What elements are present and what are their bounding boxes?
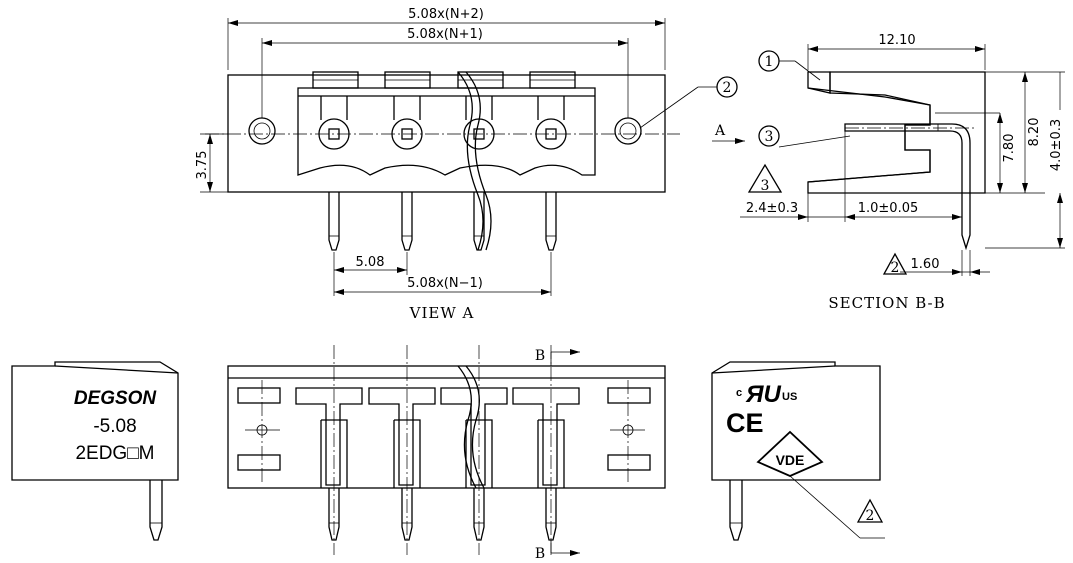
vde-mark: VDE <box>756 430 824 477</box>
svg-text:3: 3 <box>761 178 770 194</box>
dim-pitch: 5.08 <box>333 252 408 296</box>
dim-outer-pins-text: 5.08x(N+1) <box>407 27 483 42</box>
view-a-pin-sockets <box>318 96 567 150</box>
model-label: -5.08 <box>93 416 136 437</box>
dim-overall: 5.08x(N+2) <box>227 7 666 70</box>
svg-text:c: c <box>736 387 742 399</box>
dim-pins-span-text: 5.08x(N−1) <box>407 276 483 291</box>
svg-text:1.60: 1.60 <box>911 257 940 272</box>
section-b-b: 12.10 7.80 8.20 4.0±0.3 <box>712 33 1065 312</box>
view-a-mount-holes <box>248 117 642 145</box>
left-side-view: DEGSON -5.08 2EDG□M <box>11 361 179 541</box>
dim-780-820-40: 7.80 8.20 4.0±0.3 <box>935 71 1065 249</box>
svg-text:2: 2 <box>891 260 900 276</box>
callout-3-section: 3 <box>758 125 851 148</box>
svg-text:A: A <box>714 123 726 139</box>
section-mark-top: B <box>535 348 580 366</box>
view-a-top-tabs <box>312 71 576 89</box>
ul-recognized-mark: c ЯU US <box>736 381 797 408</box>
dim-pins-span: 5.08x(N−1) <box>334 252 552 296</box>
revision-triangle-3: 3 <box>747 163 783 194</box>
part-label: 2EDG□M <box>75 443 154 464</box>
dim-160: 1.60 2 <box>882 250 990 276</box>
view-a-housing <box>227 74 666 193</box>
svg-text:1.0±0.05: 1.0±0.05 <box>858 201 919 216</box>
slot-outlines <box>295 387 580 486</box>
section-mark-bottom: B <box>535 540 580 562</box>
view-a-pins <box>328 192 557 251</box>
section-title: SECTION B-B <box>828 294 945 312</box>
callout-1-section: 1 <box>758 50 821 81</box>
revision-triangle-2-section <box>882 252 908 275</box>
svg-text:7.80: 7.80 <box>1002 134 1017 163</box>
dim-overall-text: 5.08x(N+2) <box>408 7 484 22</box>
svg-text:2: 2 <box>866 508 875 524</box>
dim-depth: 12.10 <box>807 33 986 70</box>
svg-text:12.10: 12.10 <box>878 33 915 48</box>
view-a: 5.08x(N+2) 5.08x(N+1) 3.75 5.08 <box>195 7 738 322</box>
front-bottom-view: B B <box>227 345 666 562</box>
svg-text:ЯU: ЯU <box>745 381 781 408</box>
svg-text:3: 3 <box>765 129 774 145</box>
dim-24-10: 2.4±0.3 1.0±0.05 <box>740 131 963 222</box>
right-side-view: c ЯU US CE VDE 2 <box>711 361 885 541</box>
section-pin <box>844 123 971 251</box>
dim-height-text: 3.75 <box>195 151 210 180</box>
view-a-plug-outline <box>297 87 596 176</box>
svg-text:2.4±0.3: 2.4±0.3 <box>746 201 798 216</box>
svg-text:2: 2 <box>723 80 732 96</box>
view-arrow-a: A <box>712 123 745 144</box>
callout-2-view-a: 2 <box>639 76 738 129</box>
svg-text:8.20: 8.20 <box>1027 118 1042 147</box>
svg-text:B: B <box>535 546 545 562</box>
svg-text:4.0±0.3: 4.0±0.3 <box>1049 119 1064 171</box>
svg-text:B: B <box>535 348 545 364</box>
revision-triangle-2-bottom: 2 <box>856 498 884 524</box>
brand-label: DEGSON <box>74 388 158 409</box>
svg-text:VDE: VDE <box>776 452 805 468</box>
section-housing-tip <box>807 71 831 94</box>
dim-pitch-text: 5.08 <box>356 255 385 270</box>
view-a-title: VIEW A <box>409 304 475 322</box>
svg-text:US: US <box>782 391 797 403</box>
ce-mark: CE <box>726 408 764 438</box>
dim-height: 3.75 <box>195 133 228 193</box>
dim-outer-pins: 5.08x(N+1) <box>261 27 629 118</box>
view-a-break-line <box>457 71 484 251</box>
front-pins <box>320 345 565 555</box>
svg-text:1: 1 <box>765 54 774 70</box>
